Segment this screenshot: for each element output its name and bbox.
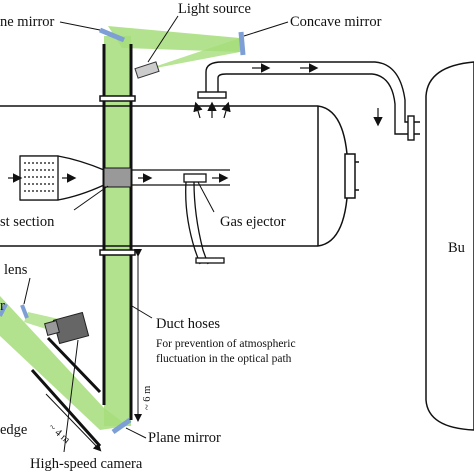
dist-6m-label: ~ 6 m	[142, 386, 153, 410]
plane-mirror-top-label: ne mirror	[0, 14, 55, 30]
test-section-window	[103, 167, 132, 188]
beam-source-to-concave	[108, 26, 240, 52]
horizontal-vessel	[0, 105, 359, 247]
light-source-lamp	[134, 61, 160, 79]
lens-element	[20, 304, 29, 319]
concave-mirror-label: Concave mirror	[290, 14, 382, 30]
gas-ejector	[183, 173, 225, 265]
pipe-flow-arrows	[193, 63, 449, 158]
tank-label: Bu	[448, 240, 465, 256]
high-speed-camera	[44, 311, 90, 345]
duct-hoses-label: Duct hoses	[156, 316, 220, 332]
test-section-nozzle	[19, 155, 230, 201]
plane-mirror-bottom	[111, 417, 132, 435]
buffer-tank	[425, 61, 474, 431]
plane-mirror-bottom-label: Plane mirror	[148, 430, 221, 446]
lens-label: lens	[4, 262, 28, 278]
leader-lines	[23, 15, 289, 453]
knife-edge-element	[0, 303, 8, 317]
duct-hoses	[30, 44, 133, 448]
concave-mirror	[238, 31, 246, 56]
light-source-label: Light source	[178, 1, 251, 17]
beam-vertical-main	[104, 36, 131, 426]
gas-ejector-label: Gas ejector	[220, 214, 286, 230]
dist-4m-arrow	[45, 393, 102, 452]
exhaust-pipe	[197, 61, 420, 141]
dist-4m-label: ~ 4 m	[46, 422, 72, 446]
knife-edge-label: edge	[0, 422, 27, 438]
left-cut-label: r	[0, 298, 5, 314]
high-speed-camera-label: High-speed camera	[30, 456, 143, 472]
plane-mirror-top	[99, 27, 125, 43]
beam-source-cone	[145, 38, 240, 70]
duct-note-line2: fluctuation in the optical path	[156, 353, 292, 365]
duct-note-line1: For prevention of atmospheric	[156, 338, 296, 350]
test-section-label: st section	[0, 214, 55, 230]
beam-diagonal-to-camera	[0, 296, 128, 430]
